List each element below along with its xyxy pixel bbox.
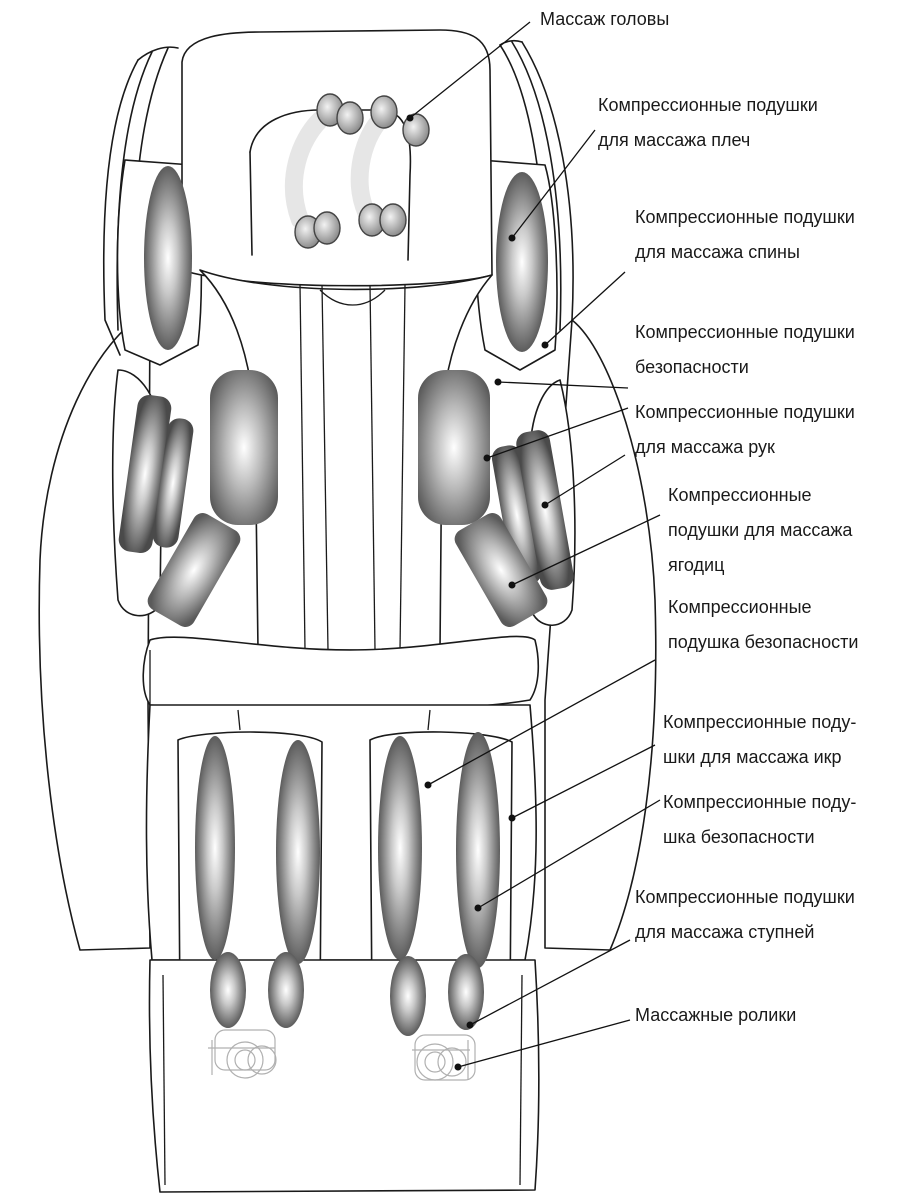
- shoulder-pad-right: [496, 172, 548, 352]
- leader-dot-shoulders: [509, 235, 516, 242]
- back-pad-left: [210, 370, 278, 525]
- label-safety-seat: Компрессионные подушка безопасности: [668, 590, 858, 660]
- label-calves: Компрессионные поду- шки для массажа икр: [663, 705, 856, 775]
- label-safety-legs: Компрессионные поду- шка безопасности: [663, 785, 856, 855]
- leader-dot-arms-2: [542, 502, 549, 509]
- leader-dot-feet: [467, 1022, 474, 1029]
- foot-pad-4: [448, 954, 484, 1030]
- label-feet: Компрессионные подушки для массажа ступн…: [635, 880, 855, 950]
- leader-dot-safety-seat: [425, 782, 432, 789]
- calf-pad-2: [276, 740, 320, 964]
- leader-dot-safety-legs: [475, 905, 482, 912]
- foot-pad-3: [390, 956, 426, 1036]
- leader-dot-arms: [484, 455, 491, 462]
- calf-pad-1: [195, 736, 235, 960]
- label-arms: Компрессионные подушки для массажа рук: [635, 395, 855, 465]
- label-shoulders: Компрессионные подушки для массажа плеч: [598, 88, 818, 158]
- foot-pad-2: [268, 952, 304, 1028]
- foot-pad-1: [210, 952, 246, 1028]
- back-pad-right: [418, 370, 490, 525]
- label-buttocks: Компрессионные подушки для массажа ягоди…: [668, 478, 852, 583]
- shoulder-pad-left: [144, 166, 192, 350]
- label-rollers: Массажные ролики: [635, 998, 796, 1033]
- leader-dot-calves: [509, 815, 516, 822]
- chair-outline: [39, 30, 656, 1192]
- head-roller: [371, 96, 397, 128]
- label-back: Компрессионные подушки для массажа спины: [635, 200, 855, 270]
- calf-pad-4: [456, 732, 500, 968]
- leader-dot-rollers: [455, 1064, 462, 1071]
- head-roller: [380, 204, 406, 236]
- leader-dot-buttocks: [509, 582, 516, 589]
- head-roller: [337, 102, 363, 134]
- leader-dot-head: [407, 115, 414, 122]
- leader-dot-back: [542, 342, 549, 349]
- head-roller: [314, 212, 340, 244]
- leader-dot-safety-upper: [495, 379, 502, 386]
- label-head: Массаж головы: [540, 2, 669, 37]
- label-safety-upper: Компрессионные подушки безопасности: [635, 315, 855, 385]
- calf-pad-3: [378, 736, 422, 960]
